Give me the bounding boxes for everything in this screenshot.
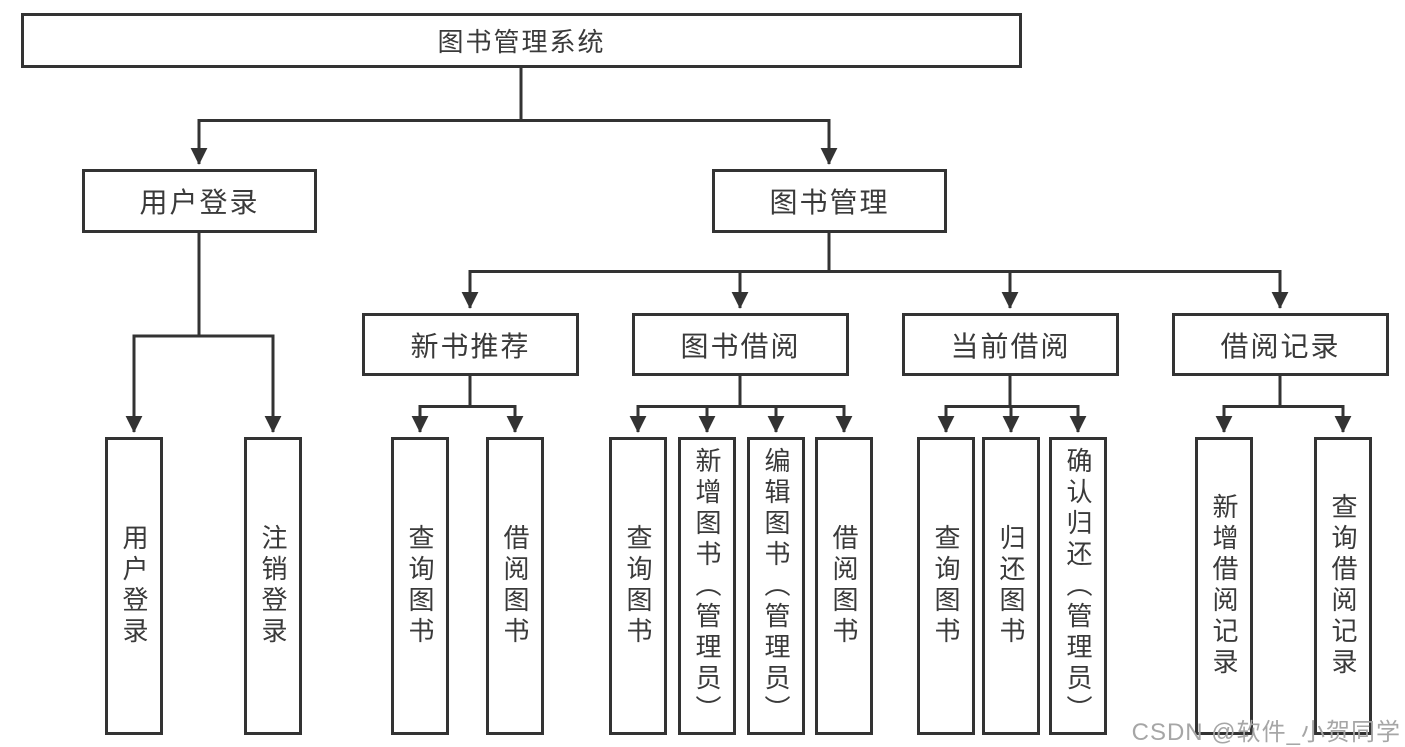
node-borrowing-records: 借阅记录 xyxy=(1172,313,1389,376)
leaf-add-books-admin-label: 新增图书（管理员） xyxy=(692,446,722,726)
leaf-logout-label: 注销登录 xyxy=(258,524,288,648)
leaf-borrowing-borrow-books-label: 借阅图书 xyxy=(829,524,859,648)
leaf-add-borrow-record: 新增借阅记录 xyxy=(1195,437,1253,735)
node-book-borrowing: 图书借阅 xyxy=(632,313,849,376)
leaf-edit-books-admin: 编辑图书（管理员） xyxy=(747,437,805,735)
node-book-management-branch: 图书管理 xyxy=(712,169,947,233)
leaf-return-books-label: 归还图书 xyxy=(996,524,1026,648)
leaf-query-borrow-record-label: 查询借阅记录 xyxy=(1328,493,1358,679)
leaf-borrowing-query-books: 查询图书 xyxy=(609,437,667,735)
node-new-book-recommendation: 新书推荐 xyxy=(362,313,579,376)
leaf-add-borrow-record-label: 新增借阅记录 xyxy=(1209,493,1239,679)
leaf-user-login-label: 用户登录 xyxy=(119,524,149,648)
leaf-borrowing-borrow-books: 借阅图书 xyxy=(815,437,873,735)
node-root-system: 图书管理系统 xyxy=(21,13,1022,68)
leaf-recommend-query-books: 查询图书 xyxy=(391,437,449,735)
leaf-return-books: 归还图书 xyxy=(982,437,1040,735)
leaf-current-query-books: 查询图书 xyxy=(917,437,975,735)
leaf-current-query-books-label: 查询图书 xyxy=(931,524,961,648)
leaf-borrowing-query-books-label: 查询图书 xyxy=(623,524,653,648)
csdn-watermark: CSDN @软件_小贺同学 xyxy=(1131,719,1401,746)
node-current-borrowing: 当前借阅 xyxy=(902,313,1119,376)
leaf-confirm-return-admin-label: 确认归还（管理员） xyxy=(1063,446,1093,726)
leaf-recommend-borrow-books-label: 借阅图书 xyxy=(500,524,530,648)
leaf-recommend-query-books-label: 查询图书 xyxy=(405,524,435,648)
leaf-logout: 注销登录 xyxy=(244,437,302,735)
leaf-query-borrow-record: 查询借阅记录 xyxy=(1314,437,1372,735)
leaf-add-books-admin: 新增图书（管理员） xyxy=(678,437,736,735)
node-user-login-branch: 用户登录 xyxy=(82,169,317,233)
leaf-recommend-borrow-books: 借阅图书 xyxy=(486,437,544,735)
leaf-edit-books-admin-label: 编辑图书（管理员） xyxy=(761,446,791,726)
leaf-user-login: 用户登录 xyxy=(105,437,163,735)
leaf-confirm-return-admin: 确认归还（管理员） xyxy=(1049,437,1107,735)
